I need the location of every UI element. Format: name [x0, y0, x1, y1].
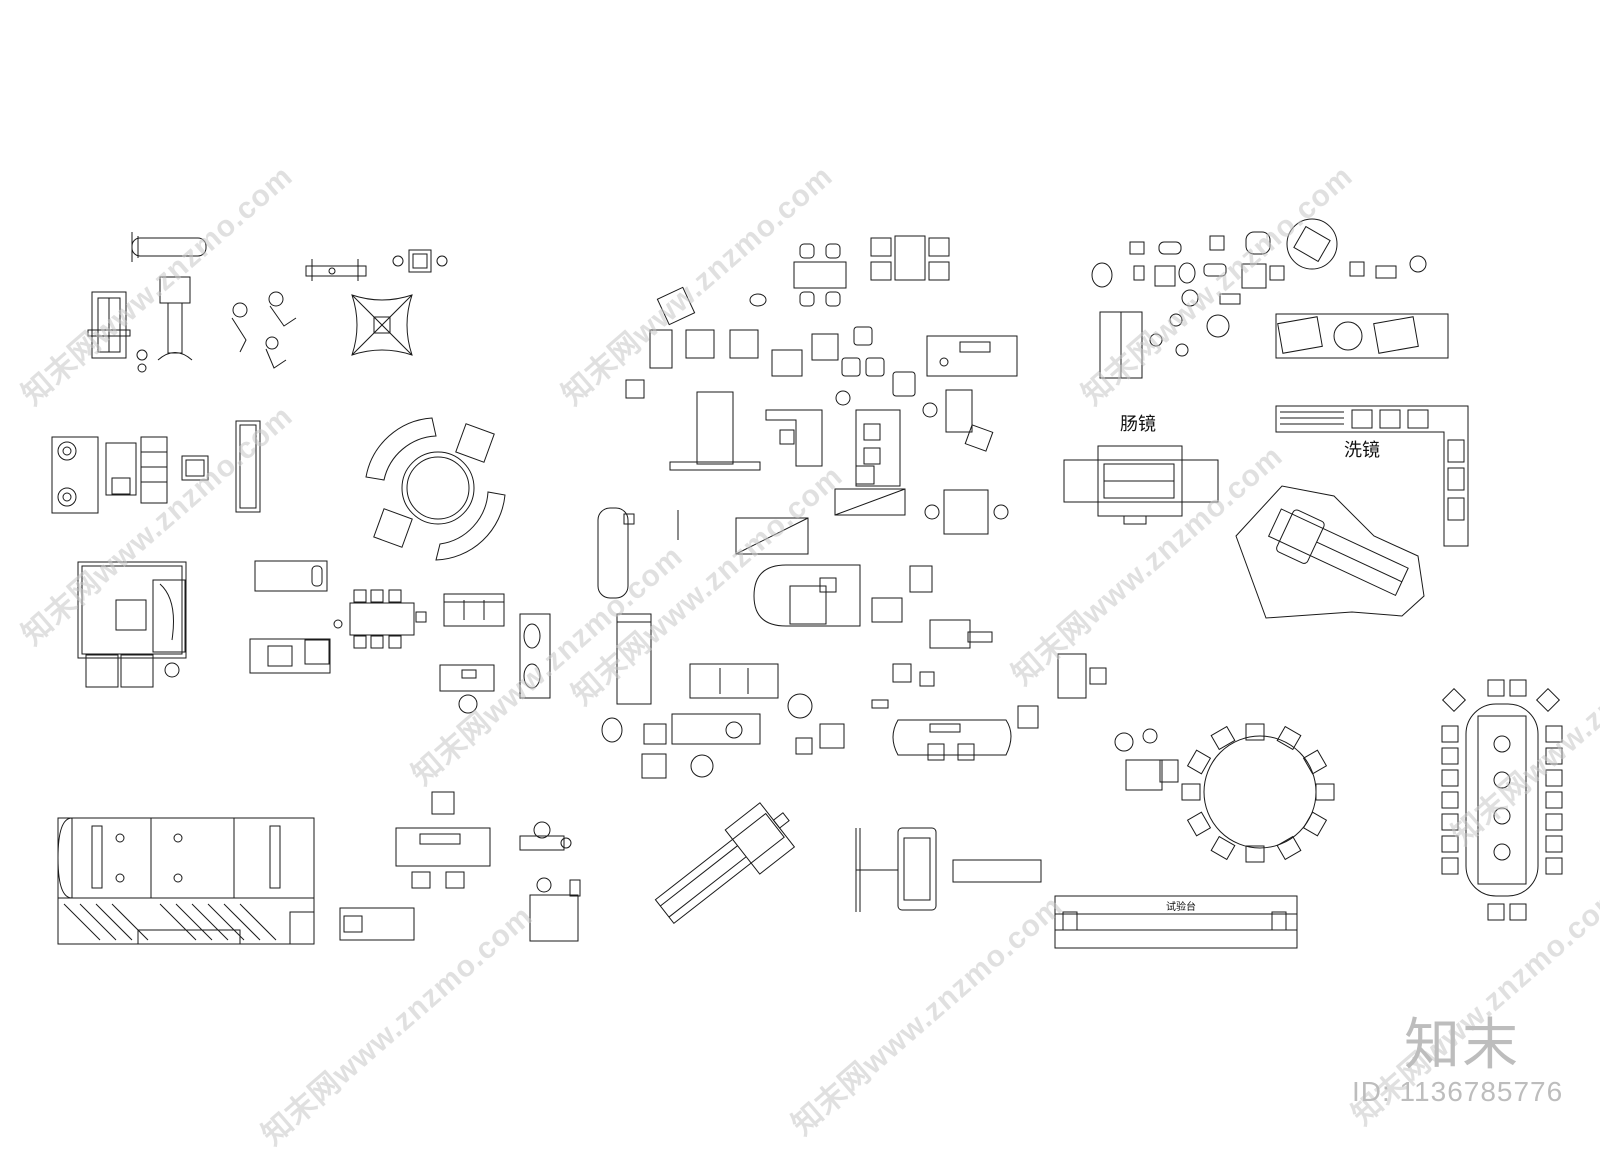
laboratory-bench [1054, 895, 1298, 949]
curved-sofa-round-table [365, 417, 506, 561]
sofa-coffee-table-set [249, 638, 331, 674]
sanitary-fixtures [1091, 218, 1427, 307]
locker-and-plants [1099, 311, 1230, 379]
reception-counter [926, 335, 1018, 377]
asset-id-text: ID: 1136785776 [1352, 1076, 1564, 1107]
planter-bench [1275, 313, 1449, 359]
curved-reception-desk [597, 507, 809, 599]
canopy-pavilion [351, 294, 413, 356]
surgical-table-horizontal [855, 827, 1042, 912]
doctor-office-desk [339, 791, 491, 941]
rounded-reception-station [753, 564, 993, 649]
long-boardroom-table [1441, 679, 1563, 921]
lounge-armchairs [625, 286, 839, 399]
dental-chair-station [519, 821, 581, 942]
meeting-table-two-chairs [834, 488, 1009, 535]
consultation-desk-chairs [1057, 653, 1179, 791]
l-sofa-armchair [519, 613, 551, 699]
angled-procedure-room [1235, 485, 1425, 619]
people-walking [231, 291, 297, 369]
label-lab-bench: 试验台 [1166, 902, 1196, 913]
manager-desk [669, 391, 823, 471]
square-table-with-stools [392, 249, 448, 273]
bedroom-bed-armchairs [77, 561, 187, 688]
kitchen-stove-counter [51, 420, 261, 514]
three-seat-sofa [443, 593, 505, 627]
dining-table-four-chairs-b [870, 235, 950, 281]
round-conference-table [1181, 723, 1335, 863]
workstation-desks [855, 389, 994, 487]
endoscopy-bed-colonoscopy [1063, 445, 1219, 525]
office-chairs-cluster [835, 326, 938, 418]
gym-bench-press [87, 232, 207, 373]
sofa-group-center [601, 613, 845, 779]
tv-desk-chair [439, 664, 495, 714]
washing-counter-l-shape [1275, 405, 1469, 547]
gym-rowing-machine [305, 259, 367, 281]
rectangular-dining-set [333, 589, 427, 649]
label-colonoscopy: 肠镜 [1120, 414, 1156, 435]
dining-table-four-chairs-a [793, 243, 847, 307]
label-gastroscopy-wash: 洗镜 [1344, 440, 1380, 461]
operating-room-plan [57, 817, 315, 945]
brand-logo: 知末 [1404, 1013, 1520, 1078]
medical-workstation-center [871, 663, 1039, 761]
bathtub [254, 560, 328, 592]
surgical-table-rotated [654, 802, 796, 925]
